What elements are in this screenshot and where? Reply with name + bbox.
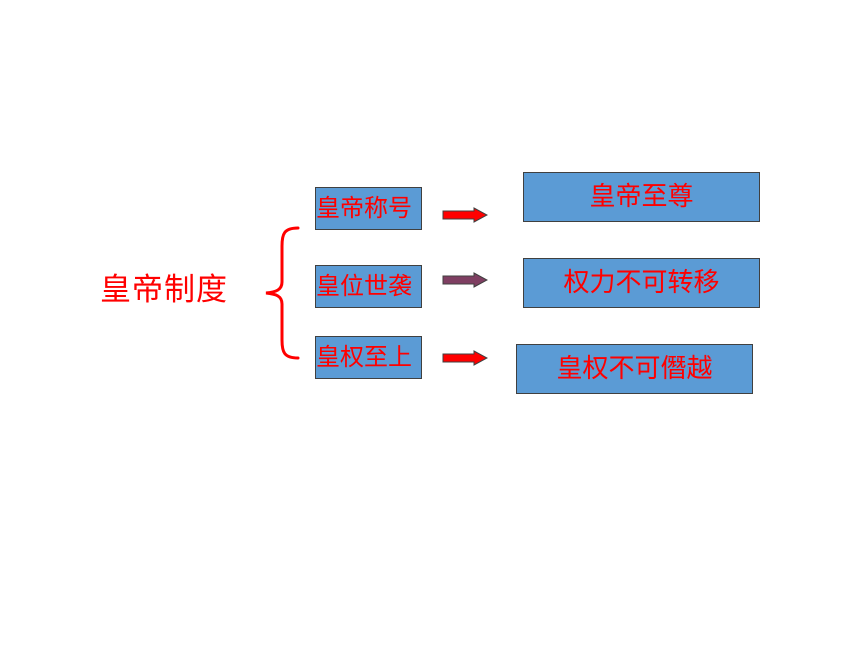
meaning-label: 皇帝至尊 [589,182,694,212]
feature-box-title: 皇帝称号 [315,187,422,230]
arrow-right-icon [442,207,488,223]
arrow-right-icon [442,272,488,288]
root-label: 皇帝制度 [100,272,228,308]
curly-brace-icon [265,226,300,360]
meaning-label: 权力不可转移 [563,268,720,298]
meaning-box-inviolable: 皇权不可僭越 [516,344,753,394]
feature-label: 皇位世袭 [316,272,412,300]
feature-label: 皇权至上 [316,343,412,371]
meaning-box-supreme: 皇帝至尊 [523,172,760,222]
feature-label: 皇帝称号 [316,194,412,222]
meaning-label: 皇权不可僭越 [556,354,713,384]
feature-box-hereditary: 皇位世袭 [315,265,422,308]
arrow-right-icon [442,350,488,366]
meaning-box-nontransferable: 权力不可转移 [523,258,760,308]
feature-box-supremacy: 皇权至上 [315,336,422,379]
